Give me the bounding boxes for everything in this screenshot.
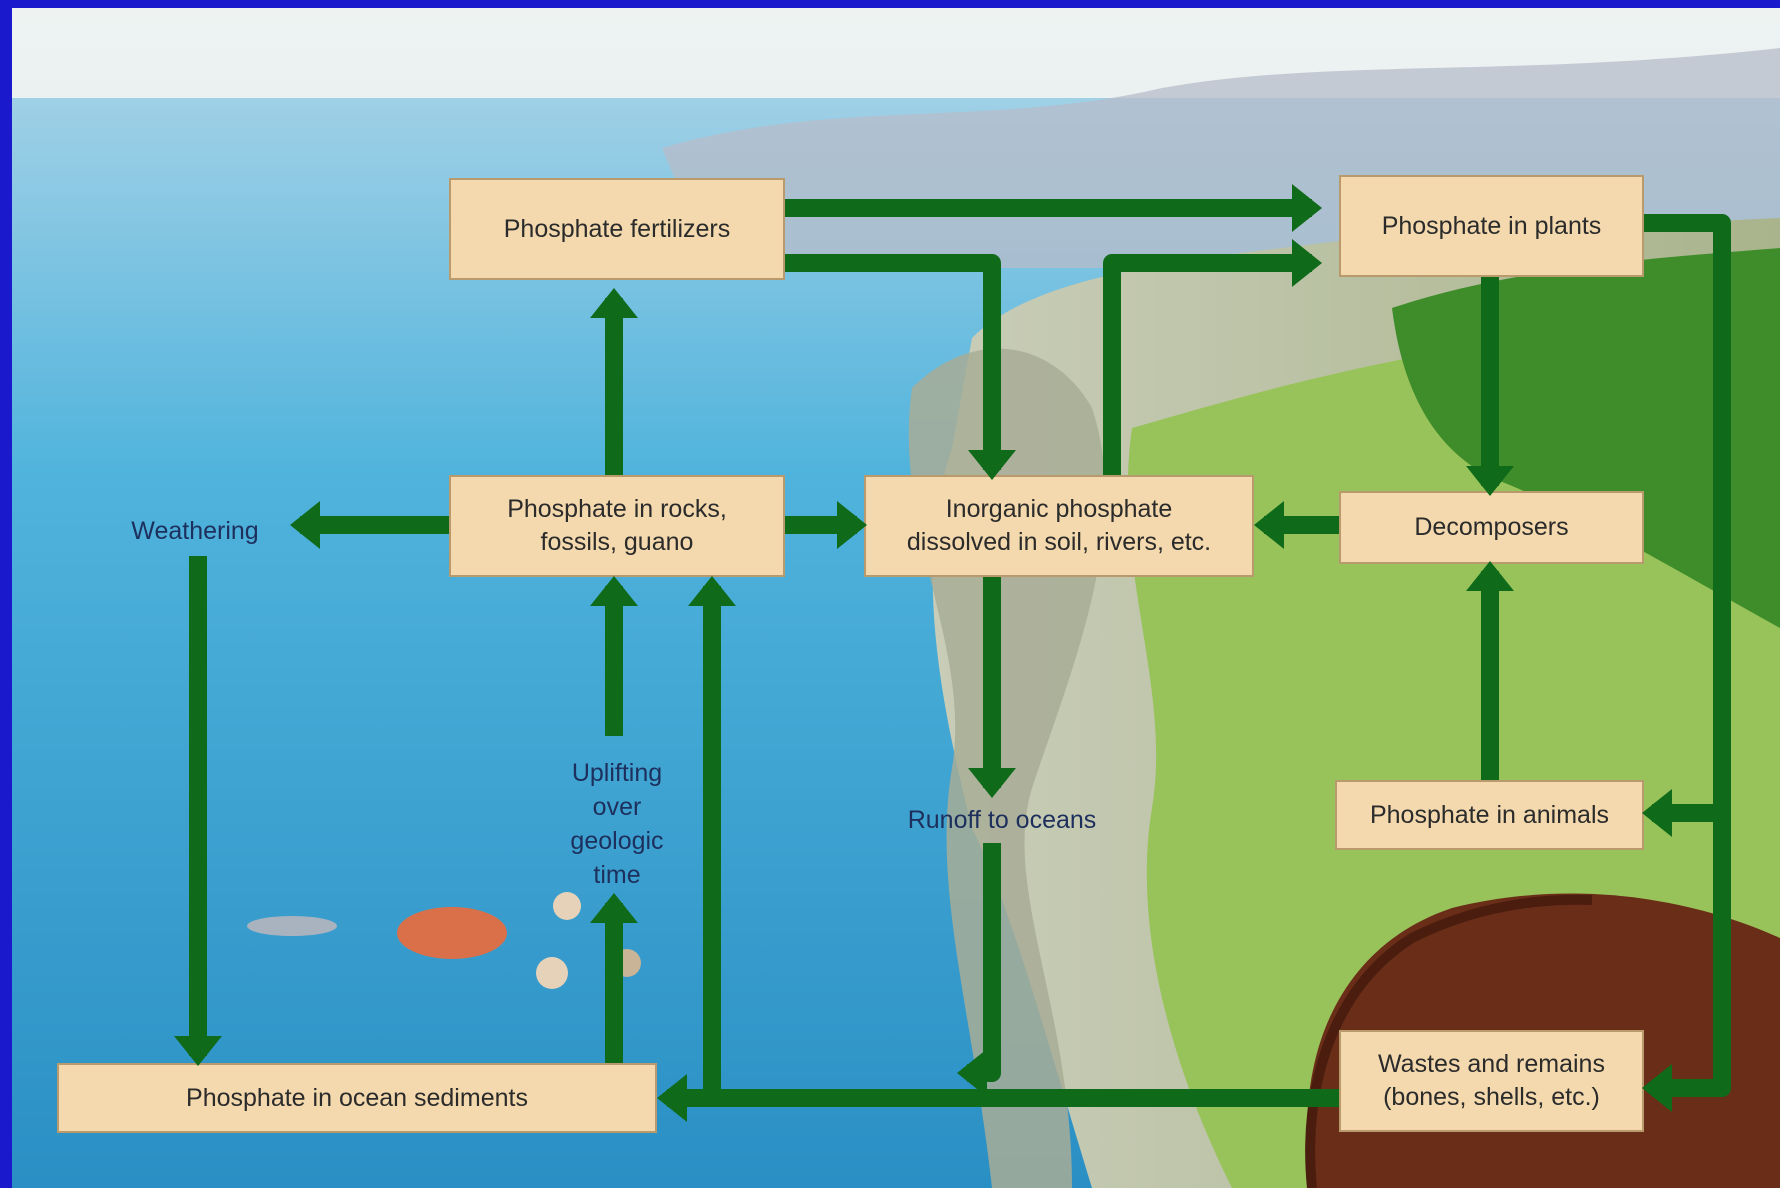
arrow-rocks-to-fertilizers-head [590,288,638,318]
diagram-canvas: Phosphate fertilizers Phosphate in plant… [12,8,1780,1188]
pebble [553,892,581,920]
box-phosphate-in-plants: Phosphate in plants [1339,175,1644,277]
arrow-plants-to-animals-head [1642,789,1672,837]
arrow-uplift-to-rocks-head [590,576,638,606]
label-weathering: Weathering [131,517,259,545]
arrow-wastes-to-sediments [657,1074,1339,1122]
arrow-inorganic-to-runoff [968,577,1016,798]
arrow-fossils-to-uplift [590,893,638,1063]
arrow-fertilizers-to-plants-head [1292,184,1322,232]
fossil-shell [397,907,507,959]
arrow-decomposers-to-inorganic [1254,501,1339,549]
arrow-plants-to-wastes-head [1642,1064,1672,1112]
arrow-rocks-to-inorganic [785,501,867,549]
arrow-plants-to-animals [1642,214,1731,837]
arrow-uplift-to-rocks [590,576,638,736]
arrow-sediments-to-rocks-head [688,576,736,606]
box-phosphate-in-rocks: Phosphate in rocks, fossils, guano [449,475,785,577]
arrow-rocks-to-weathering-head [290,501,320,549]
box-decomposers: Decomposers [1339,491,1644,564]
arrow-plants-to-decomposers-head [1466,466,1514,496]
arrow-rocks-to-weathering [290,501,449,549]
arrow-weathering-to-sediments [174,556,222,1066]
box-phosphate-in-animals: Phosphate in animals [1335,780,1644,850]
arrow-fertilizers-to-plants [785,184,1322,232]
arrow-fertilizers-to-inorganic-head [968,450,1016,480]
arrow-rocks-to-inorganic-head [837,501,867,549]
arrow-fossils-to-uplift-head [590,893,638,923]
arrow-animals-to-decomposers [1466,561,1514,780]
box-phosphate-in-ocean-sediments: Phosphate in ocean sediments [57,1063,657,1133]
box-phosphate-fertilizers: Phosphate fertilizers [449,178,785,280]
arrow-inorganic-to-plants-head [1292,239,1322,287]
marine-fossils [247,892,641,989]
arrow-fertilizers-to-inorganic [785,254,1016,480]
arrow-sediments-to-rocks [688,576,736,1098]
pebble [536,957,568,989]
arrow-decomposers-to-inorganic-head [1254,501,1284,549]
flow-arrows [174,184,1731,1122]
arrow-runoff-to-sediments [957,843,1001,1097]
arrow-wastes-to-sediments-head [657,1074,687,1122]
box-wastes-and-remains: Wastes and remains (bones, shells, etc.) [1339,1030,1644,1132]
arrow-inorganic-to-runoff-head [968,768,1016,798]
arrow-inorganic-to-plants [1103,239,1322,475]
arrow-weathering-to-sediments-head [174,1036,222,1066]
arrow-animals-to-decomposers-head [1466,561,1514,591]
box-inorganic-phosphate: Inorganic phosphate dissolved in soil, r… [864,475,1254,577]
label-uplifting: Uplifting over geologic time [570,759,664,889]
label-runoff-to-oceans: Runoff to oceans [907,806,1097,834]
arrow-plants-to-decomposers [1466,277,1514,496]
arrow-rocks-to-fertilizers [590,288,638,475]
arrow-runoff-to-sediments-head [957,1049,987,1097]
fossil-fish [247,916,337,936]
arrow-plants-to-wastes [1642,813,1731,1112]
